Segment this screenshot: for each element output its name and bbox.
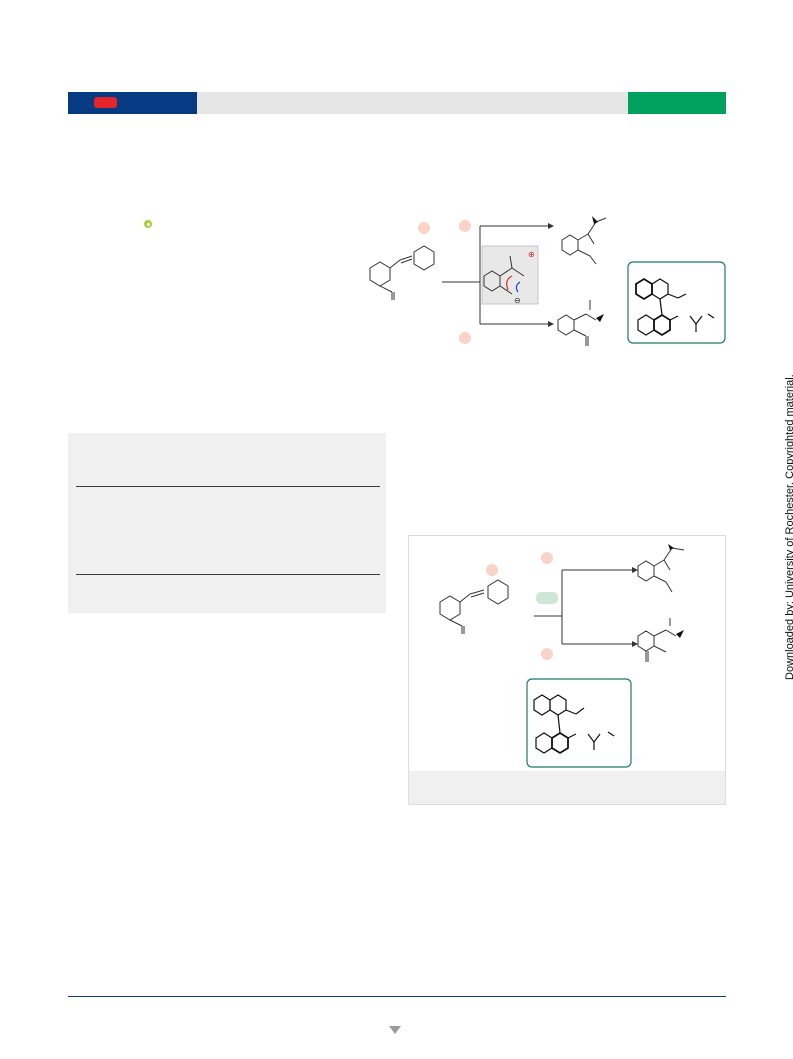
anion-symbol: ⊖ [514,296,521,305]
scheme1-arrows [442,225,548,325]
scheme1-step-marker-bottom [459,332,471,344]
table-panel [68,433,386,613]
reaction-scheme-2 [439,544,685,768]
journal-header-bar [197,92,628,114]
scheme2-step-marker-top [541,552,553,564]
triangle-down-icon[interactable] [389,1026,401,1034]
scheme1-intermediate-box [481,245,539,305]
table-rule-top [76,486,380,487]
scheme2-product-top [637,547,685,593]
scheme1-step-marker [418,222,430,234]
carbocation-symbol: ⊕ [528,250,535,259]
scheme2-product-bottom [637,618,677,662]
scheme1-step-marker-top [459,220,471,232]
scheme1-substrate [369,245,435,300]
scheme1-product-top [561,217,607,265]
journal-badge [94,97,117,108]
scheme2-catalyst-box [526,678,632,768]
scheme2-substrate [439,579,509,634]
scheme2-arrows [534,569,632,645]
scheme2-step-marker-bottom [541,648,553,660]
journal-header-right [628,92,726,114]
scheme1-product-bottom [557,300,597,346]
scheme2-condition-pill [536,592,558,604]
reaction-scheme-1: ⊕ ⊖ [369,216,726,346]
watermark-text: Downloaded by: University of Rochester. … [784,374,793,680]
footer-rule [68,996,726,997]
table-rule-bottom [76,574,380,575]
journal-header-left [68,92,197,114]
scheme2-step-marker [486,564,498,576]
figure-2-caption [409,771,725,804]
scheme1-catalyst-box [627,261,726,344]
orcid-icon[interactable] [144,220,152,228]
